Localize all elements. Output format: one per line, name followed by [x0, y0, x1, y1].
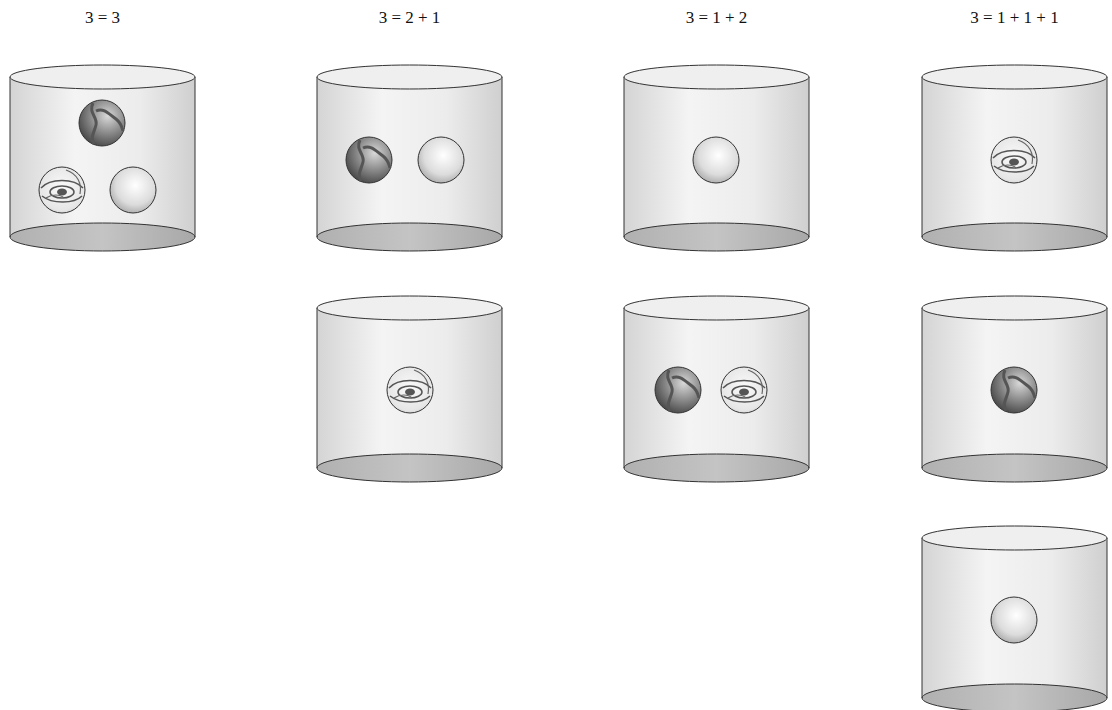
jar — [922, 526, 1107, 710]
swirl-marble — [346, 137, 392, 183]
equation-heading: 3 = 1 + 1 + 1 — [970, 8, 1058, 28]
jar — [624, 296, 809, 482]
plain-marble — [693, 137, 739, 183]
plain-marble — [991, 597, 1037, 643]
swirl-marble — [655, 367, 701, 413]
plain-marble — [418, 137, 464, 183]
equation-heading: 3 = 1 + 2 — [686, 8, 748, 28]
equation-heading: 3 = 2 + 1 — [379, 8, 441, 28]
jar — [624, 65, 809, 251]
swirl-marble — [991, 367, 1037, 413]
jar — [317, 296, 502, 482]
jar — [922, 65, 1107, 251]
equation-heading: 3 = 3 — [85, 8, 120, 28]
jar — [922, 296, 1107, 482]
plain-marble — [110, 167, 156, 213]
jar — [10, 65, 195, 251]
swirl-marble — [79, 100, 125, 146]
eye-marble — [387, 367, 433, 413]
eye-marble — [721, 367, 767, 413]
eye-marble — [39, 167, 85, 213]
eye-marble — [991, 137, 1037, 183]
jar — [317, 65, 502, 251]
